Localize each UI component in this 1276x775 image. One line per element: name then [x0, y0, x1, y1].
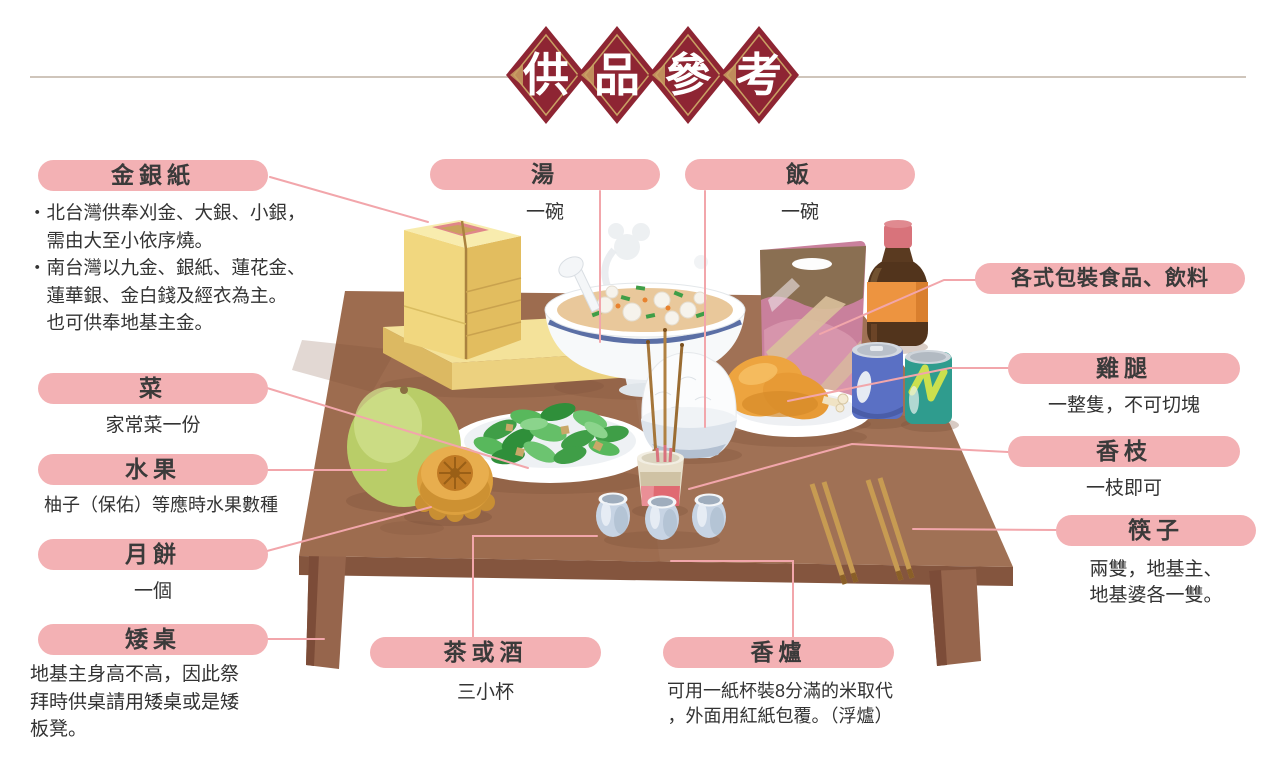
title-char-2: 品 — [594, 49, 640, 101]
label-vegetables: 菜 — [38, 373, 268, 404]
label-incense-stick: 香枝 — [1008, 436, 1240, 467]
leader-packaged — [819, 279, 978, 335]
leader-mooncake — [266, 506, 432, 552]
leader-joss — [269, 176, 429, 223]
soup-caption: 一碗 — [525, 202, 564, 223]
title-char-1: 供 — [523, 49, 569, 101]
blue-can — [852, 342, 903, 419]
joss-paper-description: ・北台灣供奉刈金、大銀、小銀， 需由大至小依序燒。 ・南台灣以九金、銀紙、蓮花金… — [28, 202, 306, 333]
fruit-caption: 柚子（保佑）等應時水果數種 — [44, 495, 278, 515]
label-fruit: 水果 — [38, 454, 268, 485]
label-incense-burner: 香爐 — [663, 637, 894, 668]
incense-stick-caption: 一枝即可 — [1085, 478, 1162, 499]
mooncake-caption: 一個 — [133, 581, 172, 602]
drink-bottle — [867, 220, 928, 346]
leader-chopsticks — [912, 528, 1059, 531]
label-packaged-food: 各式包裝食品、飲料 — [975, 263, 1245, 294]
label-rice: 飯 — [685, 159, 915, 190]
leader-veg — [266, 387, 529, 469]
chopsticks-description: 兩雙，地基主、 地基婆各一雙。 — [1089, 559, 1223, 606]
tea-caption: 三小杯 — [456, 682, 514, 703]
leader-burner — [670, 560, 794, 638]
low-table-description: 地基主身高不高，因此祭 拜時供桌請用矮桌或是矮 板凳。 — [30, 664, 240, 740]
mooncake — [415, 446, 495, 522]
label-mooncake: 月餅 — [38, 539, 268, 570]
label-chicken-leg: 雞腿 — [1008, 353, 1240, 384]
teal-can — [905, 350, 952, 424]
title-diamond-1: 供 — [506, 26, 586, 124]
label-soup: 湯 — [430, 159, 660, 190]
title-char-3: 參 — [665, 49, 712, 101]
chicken-plate — [719, 355, 871, 437]
label-low-table: 矮桌 — [38, 624, 268, 655]
leader-tea — [472, 535, 598, 638]
title-diamond-3: 參 — [648, 26, 728, 124]
label-chopsticks: 筷子 — [1056, 515, 1256, 546]
rice-caption: 一碗 — [780, 202, 819, 223]
incense-burner-description: 可用一紙杯裝8分滿的米取代 ，外面用紅紙包覆。（浮爐） — [666, 681, 893, 726]
chopsticks — [809, 477, 915, 585]
vegetable-plate — [447, 402, 653, 483]
teacups — [596, 492, 726, 540]
label-joss-paper: 金銀紙 — [38, 160, 268, 191]
label-tea-or-wine: 茶或酒 — [370, 637, 601, 668]
leader-incense-stick — [688, 442, 1009, 490]
title-diamond-4: 考 — [719, 26, 799, 124]
joss-paper-stack — [383, 220, 632, 390]
chicken-leg-caption: 一整隻，不可切塊 — [1047, 395, 1200, 416]
vegetables-caption: 家常菜一份 — [105, 415, 201, 436]
title-banner: 供 品 參 考 — [30, 26, 1246, 124]
title-diamond-2: 品 — [577, 26, 657, 124]
leader-chicken — [787, 367, 1009, 402]
title-char-4: 考 — [736, 49, 782, 101]
